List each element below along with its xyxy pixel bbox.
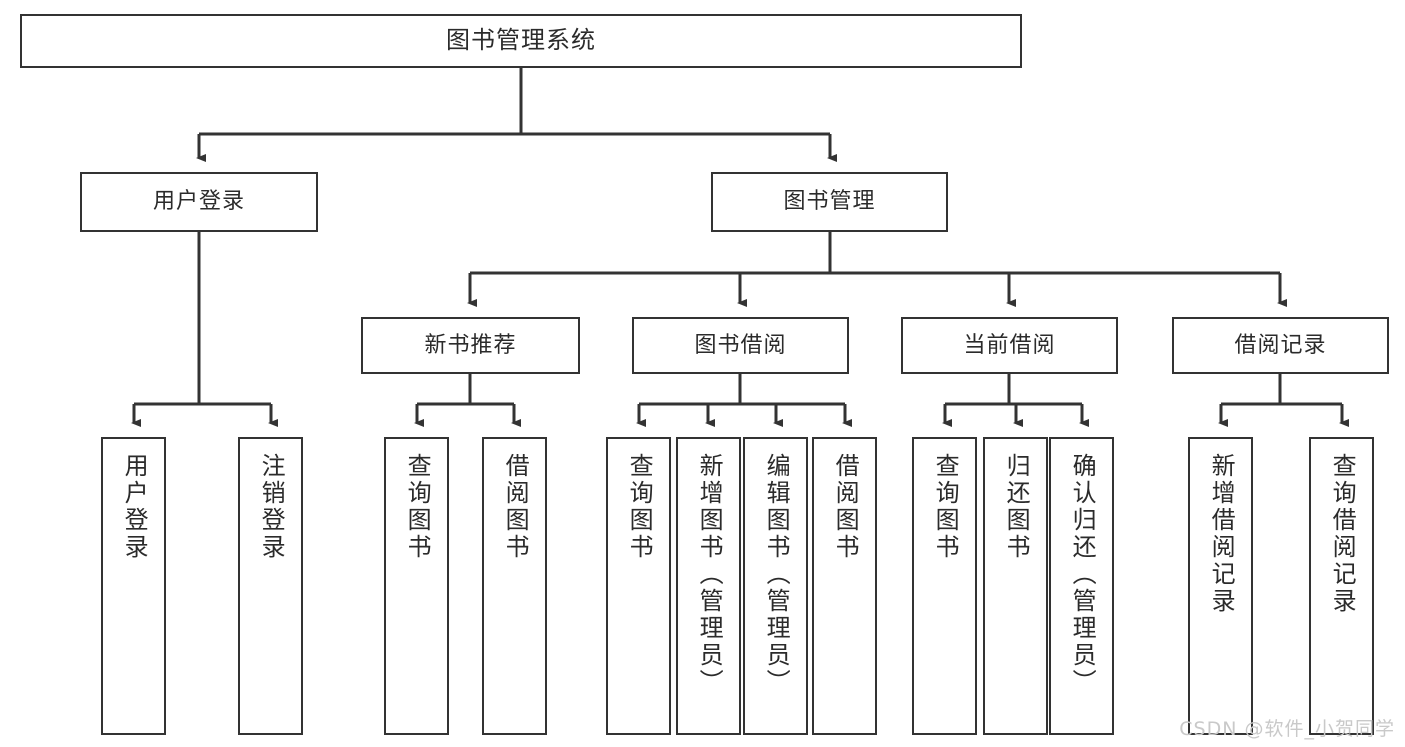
node-book-borrow[interactable]: 图书借阅 xyxy=(632,317,849,374)
leaf-logout-label: 注销登录 xyxy=(257,453,286,561)
node-user-login[interactable]: 用户登录 xyxy=(80,172,318,232)
leaf-add-borrow-record[interactable]: 新增借阅记录 xyxy=(1188,437,1253,735)
node-new-book-recommend-label: 新书推荐 xyxy=(424,332,517,358)
leaf-query-book-borrow-label: 查询图书 xyxy=(625,453,654,561)
leaf-query-book-borrow[interactable]: 查询图书 xyxy=(606,437,671,735)
leaf-query-book-current-label: 查询图书 xyxy=(931,453,960,561)
leaf-edit-book-admin-label: 编辑图书（管理员） xyxy=(762,453,791,696)
leaf-add-borrow-record-label: 新增借阅记录 xyxy=(1207,453,1236,615)
leaf-return-book-label: 归还图书 xyxy=(1002,453,1031,561)
node-current-borrow[interactable]: 当前借阅 xyxy=(901,317,1118,374)
leaf-query-book-newbook[interactable]: 查询图书 xyxy=(384,437,449,735)
leaf-user-login[interactable]: 用户登录 xyxy=(101,437,166,735)
leaf-edit-book-admin[interactable]: 编辑图书（管理员） xyxy=(743,437,808,735)
node-root-label: 图书管理系统 xyxy=(446,26,596,55)
node-book-management[interactable]: 图书管理 xyxy=(711,172,948,232)
leaf-borrow-book-newbook[interactable]: 借阅图书 xyxy=(482,437,547,735)
leaf-borrow-book[interactable]: 借阅图书 xyxy=(812,437,877,735)
leaf-borrow-book-label: 借阅图书 xyxy=(831,453,860,561)
node-borrow-records[interactable]: 借阅记录 xyxy=(1172,317,1389,374)
leaf-query-book-newbook-label: 查询图书 xyxy=(403,453,432,561)
leaf-return-book[interactable]: 归还图书 xyxy=(983,437,1048,735)
leaf-confirm-return-admin[interactable]: 确认归还（管理员） xyxy=(1049,437,1114,735)
leaf-add-book-admin-label: 新增图书（管理员） xyxy=(695,453,724,696)
node-borrow-records-label: 借阅记录 xyxy=(1234,332,1327,358)
node-book-borrow-label: 图书借阅 xyxy=(694,332,787,358)
node-root[interactable]: 图书管理系统 xyxy=(20,14,1022,68)
leaf-add-book-admin[interactable]: 新增图书（管理员） xyxy=(676,437,741,735)
node-book-management-label: 图书管理 xyxy=(783,189,876,215)
node-current-borrow-label: 当前借阅 xyxy=(963,332,1056,358)
leaf-logout[interactable]: 注销登录 xyxy=(238,437,303,735)
leaf-confirm-return-admin-label: 确认归还（管理员） xyxy=(1068,453,1097,696)
node-user-login-label: 用户登录 xyxy=(152,189,245,215)
leaf-query-borrow-record[interactable]: 查询借阅记录 xyxy=(1309,437,1374,735)
leaf-user-login-label: 用户登录 xyxy=(120,453,149,561)
leaf-query-book-current[interactable]: 查询图书 xyxy=(912,437,977,735)
leaf-query-borrow-record-label: 查询借阅记录 xyxy=(1328,453,1357,615)
leaf-borrow-book-newbook-label: 借阅图书 xyxy=(501,453,530,561)
node-new-book-recommend[interactable]: 新书推荐 xyxy=(361,317,580,374)
